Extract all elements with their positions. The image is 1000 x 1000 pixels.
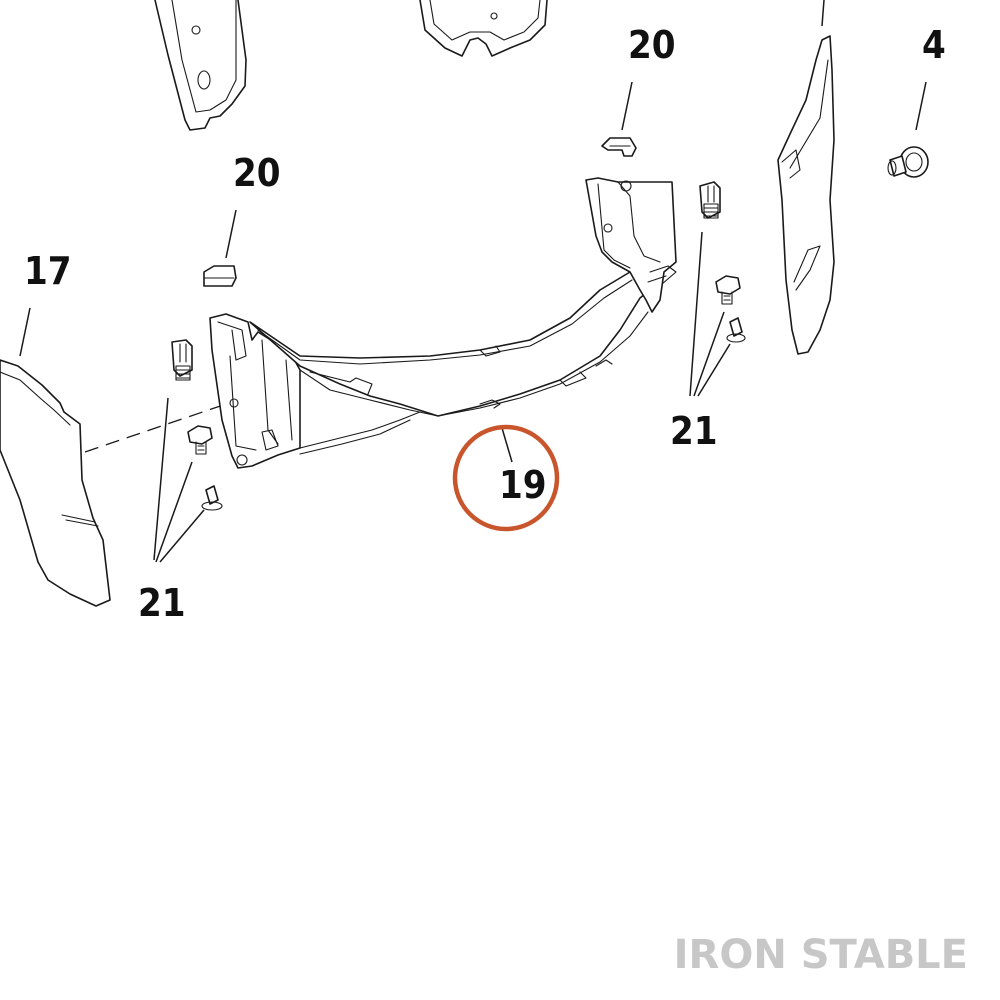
watermark: IRON STABLE (674, 932, 968, 978)
part-4-bolt (887, 146, 929, 178)
callout-21-right: 21 (670, 409, 718, 453)
callout-20-left: 20 (233, 151, 281, 195)
top-left-bracket (154, 0, 247, 131)
callout-21-left: 21 (138, 581, 186, 625)
part-20-clip-right (601, 137, 637, 157)
top-center-bracket (419, 0, 548, 57)
callout-4: 4 (922, 23, 946, 67)
callout-20-right: 20 (628, 23, 676, 67)
alignment-dashed-line (84, 401, 233, 453)
part-17-side-cover (0, 359, 111, 607)
part-21-fastener-left-group (171, 339, 223, 511)
leader-lines (19, 81, 927, 563)
callout-19: 19 (499, 463, 547, 507)
part-19-mount-bracket (209, 177, 677, 469)
right-side-cover (777, 0, 835, 355)
highlight-circle (452, 424, 560, 532)
part-21-fastener-right-group (699, 181, 746, 343)
part-20-clip-left (203, 265, 237, 287)
callout-17: 17 (24, 249, 72, 293)
